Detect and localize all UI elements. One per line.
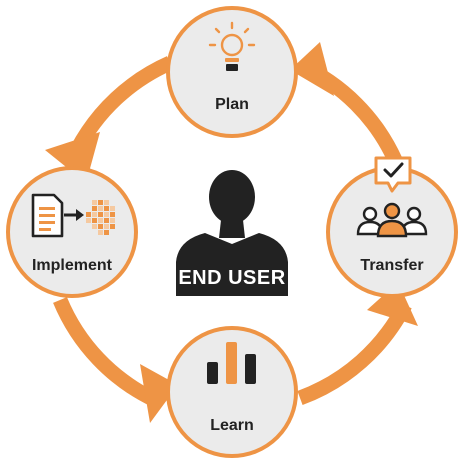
lightbulb-base [225, 58, 239, 62]
lightbulb-socket [226, 64, 238, 71]
node-plan-circle [166, 6, 298, 138]
node-label-learn: Learn [210, 417, 254, 434]
node-learn-circle [166, 326, 298, 458]
arrowhead-into-plan [290, 42, 334, 96]
document-to-pixels-icon [31, 193, 115, 238]
node-plan: Plan [166, 6, 298, 138]
node-label-transfer: Transfer [360, 257, 423, 274]
arrowhead-into-transfer [367, 282, 418, 326]
arc-implement-to-learn [53, 297, 159, 407]
lightbulb-icon [208, 21, 256, 57]
checkmark-speech-bubble-icon [374, 156, 412, 193]
center-end-user: END USER [176, 170, 288, 296]
node-learn: Learn [166, 326, 298, 458]
node-label-plan: Plan [215, 96, 249, 113]
arc-learn-to-transfer [297, 301, 412, 406]
person-silhouette-icon [176, 170, 288, 296]
node-transfer: Transfer [326, 156, 458, 298]
node-implement-circle [6, 166, 138, 298]
group-users-icon [356, 202, 428, 238]
arrowhead-into-learn [140, 364, 178, 423]
bar-chart-icon [207, 342, 256, 384]
node-label-implement: Implement [32, 257, 113, 274]
center-label-end-user: END USER [178, 267, 285, 289]
node-implement: Implement [6, 166, 138, 298]
